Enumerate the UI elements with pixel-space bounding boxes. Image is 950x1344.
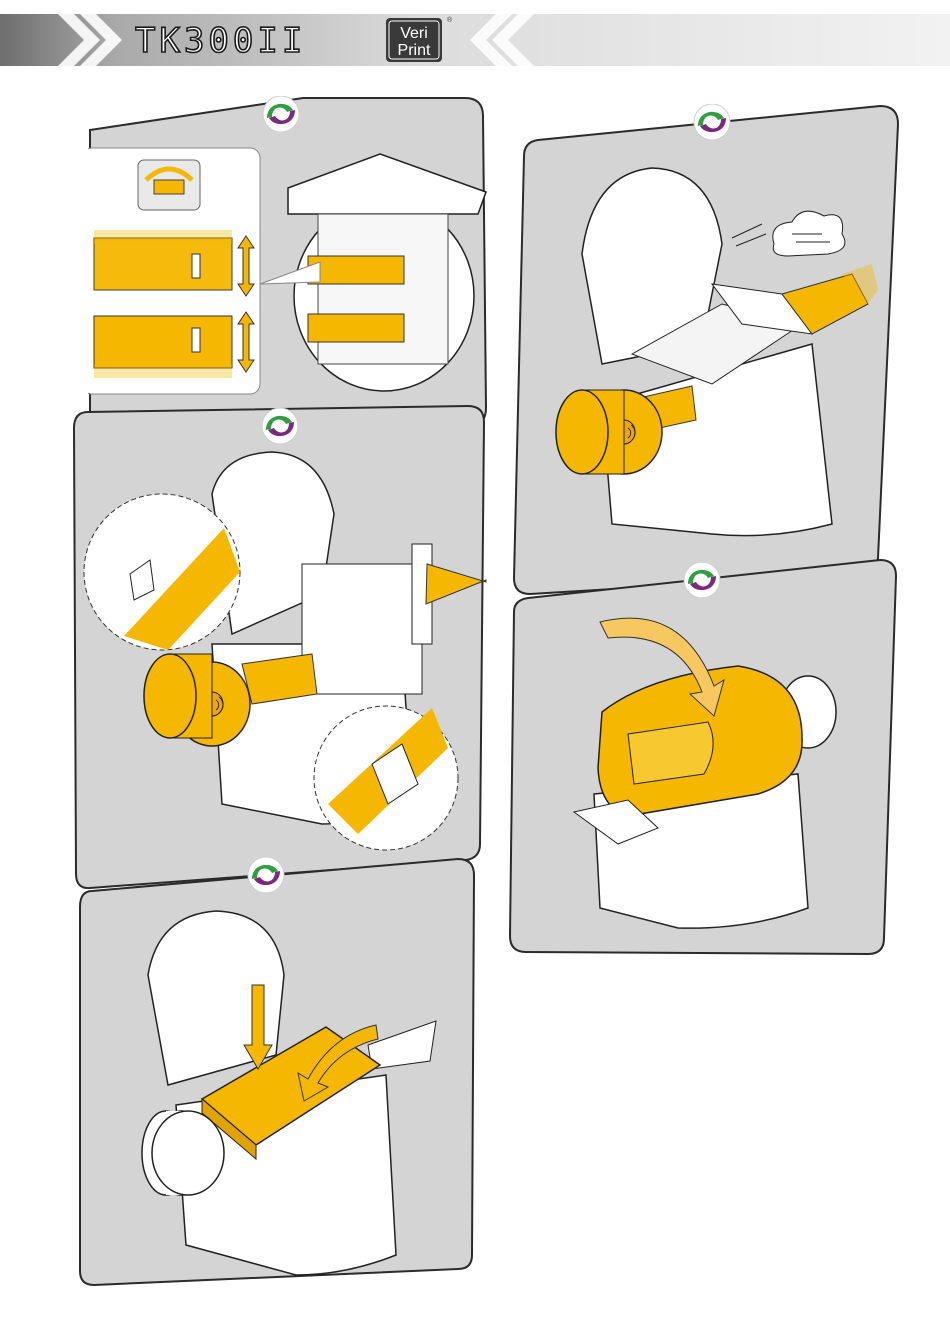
header-bar: TK300II Veri Print ® — [0, 14, 950, 66]
step-4-panel — [512, 104, 900, 596]
registered-mark: ® — [447, 16, 453, 24]
brand-line1: Veri — [400, 25, 428, 42]
step-5-badge-icon — [684, 562, 720, 598]
model-logo: TK300II — [135, 21, 306, 61]
step-3-panel — [76, 855, 476, 1287]
step-2-panel — [72, 404, 488, 890]
step-5-panel — [508, 558, 898, 956]
step-3-badge-icon — [248, 857, 284, 893]
step-2-badge-icon — [262, 408, 298, 444]
zoom-right-guide — [314, 706, 458, 850]
brand-line2: Print — [398, 42, 431, 59]
step-1-badge-icon — [263, 96, 299, 132]
step-4-badge-icon — [694, 104, 730, 140]
zoom-left-guide — [84, 494, 240, 650]
step-1-panel — [88, 96, 488, 441]
paper-width-inset — [88, 148, 260, 394]
header-banner: TK300II Veri Print ® — [0, 14, 950, 66]
